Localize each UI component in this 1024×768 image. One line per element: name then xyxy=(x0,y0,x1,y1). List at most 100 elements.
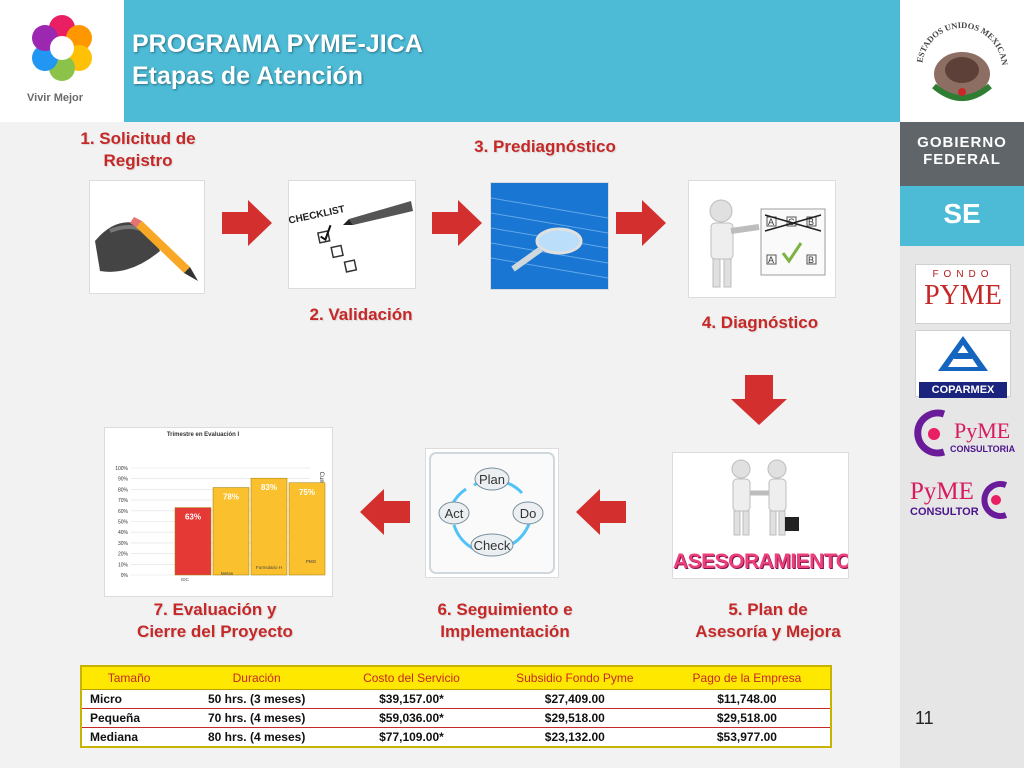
table-row: Pequeña 70 hrs. (4 meses) $59,036.00* $2… xyxy=(81,708,831,728)
step-3-label: 3. Prediagnóstico xyxy=(474,137,616,156)
page-subtitle: Etapas de Atención xyxy=(132,62,364,90)
chart-tick-label: 70% xyxy=(118,498,129,504)
header-pago: Pago de la Empresa xyxy=(663,666,831,690)
chart-data-label: 83% xyxy=(261,483,277,492)
gobierno-line1: GOBIERNO xyxy=(917,134,1007,151)
header-costo: Costo del Servicio xyxy=(337,666,486,690)
chart-data-label: 75% xyxy=(299,488,315,497)
presenter-icon: A C B A B xyxy=(709,199,826,288)
evaluation-bar-chart: Trimestre en Evaluación I Cumplimiento 1… xyxy=(115,432,326,582)
asesoramiento-banner: ASESORAMIENTO xyxy=(673,550,849,573)
step-5-image: ASESORAMIENTO xyxy=(672,452,849,579)
step-6-label: 6. Seguimiento e Implementación xyxy=(410,599,600,643)
table-cell: 80 hrs. (4 meses) xyxy=(176,727,338,747)
step-7-chart: Trimestre en Evaluación I Cumplimiento 1… xyxy=(104,427,333,597)
step-5-line2: Asesoría y Mejora xyxy=(695,622,841,641)
step-4-image: A C B A B xyxy=(688,180,836,298)
gobierno-line2: FEDERAL xyxy=(923,151,1001,168)
step-1-line1: 1. Solicitud de xyxy=(80,129,196,148)
mexico-seal: ESTADOS UNIDOS MEXICANOS xyxy=(897,0,1024,122)
step-2-label: 2. Validación xyxy=(309,305,413,324)
chart-tick-label: 0% xyxy=(121,573,129,579)
step-6-line1: 6. Seguimiento e xyxy=(437,600,573,619)
table-row: Micro 50 hrs. (3 meses) $39,157.00* $27,… xyxy=(81,689,831,709)
consultor-swirl-icon xyxy=(981,481,1008,519)
chart-tick-label: 50% xyxy=(118,520,129,526)
pdca-check: Check xyxy=(474,538,511,553)
page-number: 11 xyxy=(915,708,934,728)
table-row: Mediana 80 hrs. (4 meses) $77,109.00* $2… xyxy=(81,727,831,747)
checklist-icon: CHECKLIST xyxy=(289,201,413,273)
table-cell: 50 hrs. (3 meses) xyxy=(176,689,338,709)
logo-caption: Vivir Mejor xyxy=(27,92,84,104)
arrow-right-3-icon xyxy=(616,200,666,246)
gobierno-federal-band xyxy=(900,122,1024,186)
header-duracion: Duración xyxy=(176,666,338,690)
handshake-icon xyxy=(731,459,799,536)
step-5-line1: 5. Plan de xyxy=(728,600,808,619)
coparmex-logo: COPARMEX xyxy=(915,330,1011,398)
coparmex-label: COPARMEX xyxy=(919,382,1007,398)
step-5-label: 5. Plan de Asesoría y Mejora xyxy=(668,599,868,643)
table-cell: $27,409.00 xyxy=(485,689,664,709)
quiz-letter-a1: A xyxy=(768,217,774,227)
pyme-consultoria-logo: PyME CONSULTORIA xyxy=(914,408,1015,464)
se-label: SE xyxy=(943,198,981,229)
arrow-left-2-icon xyxy=(360,489,410,535)
pdca-do: Do xyxy=(520,506,537,521)
table-cell: $77,109.00* xyxy=(337,727,486,747)
chart-bar xyxy=(288,482,326,576)
pencil-hand-icon xyxy=(95,217,198,281)
step-1-line2: Registro xyxy=(103,151,173,170)
table-cell: Micro xyxy=(81,689,177,709)
chart-category-label: IDC xyxy=(181,577,190,582)
chart-title: Trimestre en Evaluación I xyxy=(167,432,240,438)
cost-table: Tamaño Duración Costo del Servicio Subsi… xyxy=(80,665,832,748)
pdca-act: Act xyxy=(445,506,464,521)
chart-bar xyxy=(174,507,212,576)
arrow-right-2-icon xyxy=(432,200,482,246)
step-7-line2: Cierre del Proyecto xyxy=(137,622,293,641)
chart-bar xyxy=(212,487,250,576)
arrow-left-1-icon xyxy=(576,489,626,535)
chart-tick-label: 100% xyxy=(115,466,128,472)
flower-logo-icon xyxy=(32,15,92,81)
coparmex-emblem-icon xyxy=(938,336,988,371)
table-cell: $59,036.00* xyxy=(337,708,486,728)
step-3-image xyxy=(490,182,609,290)
step-1-label: 1. Solicitud de Registro xyxy=(58,128,218,172)
consultor-sub-label: CONSULTOR xyxy=(910,506,979,518)
table-cell: $29,518.00 xyxy=(485,708,664,728)
table-header-row: Tamaño Duración Costo del Servicio Subsi… xyxy=(81,666,831,690)
pyme-consultoria-label: PyME xyxy=(954,418,1011,443)
table-cell: $29,518.00 xyxy=(663,708,831,728)
table-cell: $23,132.00 xyxy=(485,727,664,747)
table-cell: Pequeña xyxy=(81,708,177,728)
chart-tick-label: 30% xyxy=(118,541,129,547)
table-cell: 70 hrs. (4 meses) xyxy=(176,708,338,728)
coat-of-arms-icon: ESTADOS UNIDOS MEXICANOS xyxy=(897,0,1010,101)
vivir-mejor-logo xyxy=(0,0,124,122)
quiz-letter-a2: A xyxy=(768,255,774,265)
table-cell: $53,977.00 xyxy=(663,727,831,747)
table-cell: $11,748.00 xyxy=(663,689,831,709)
chart-tick-label: 20% xyxy=(118,552,129,558)
table-cell: Mediana xyxy=(81,727,177,747)
chart-data-label: 63% xyxy=(185,513,201,522)
page-title: PROGRAMA PYME-JICA xyxy=(132,30,423,58)
chart-tick-label: 40% xyxy=(118,530,129,536)
arrow-right-1-icon xyxy=(222,200,272,246)
pdca-cycle-icon: Plan Do Check Act xyxy=(429,452,555,574)
header-subsidio: Subsidio Fondo Pyme xyxy=(485,666,664,690)
quiz-letter-b1: B xyxy=(808,217,814,227)
header-tamano: Tamaño xyxy=(81,666,177,690)
chart-category-label: Formulario H xyxy=(256,565,282,570)
magnifier-icon xyxy=(491,183,608,289)
step-6-image: Plan Do Check Act xyxy=(425,448,559,578)
se-band xyxy=(900,186,1024,246)
fondo-pyme-logo: FONDO PYME xyxy=(915,264,1011,324)
chart-tick-label: 10% xyxy=(118,562,129,568)
chart-tick-label: 80% xyxy=(118,487,129,493)
step-2-image: CHECKLIST xyxy=(288,180,416,289)
chart-tick-label: 90% xyxy=(118,477,129,483)
